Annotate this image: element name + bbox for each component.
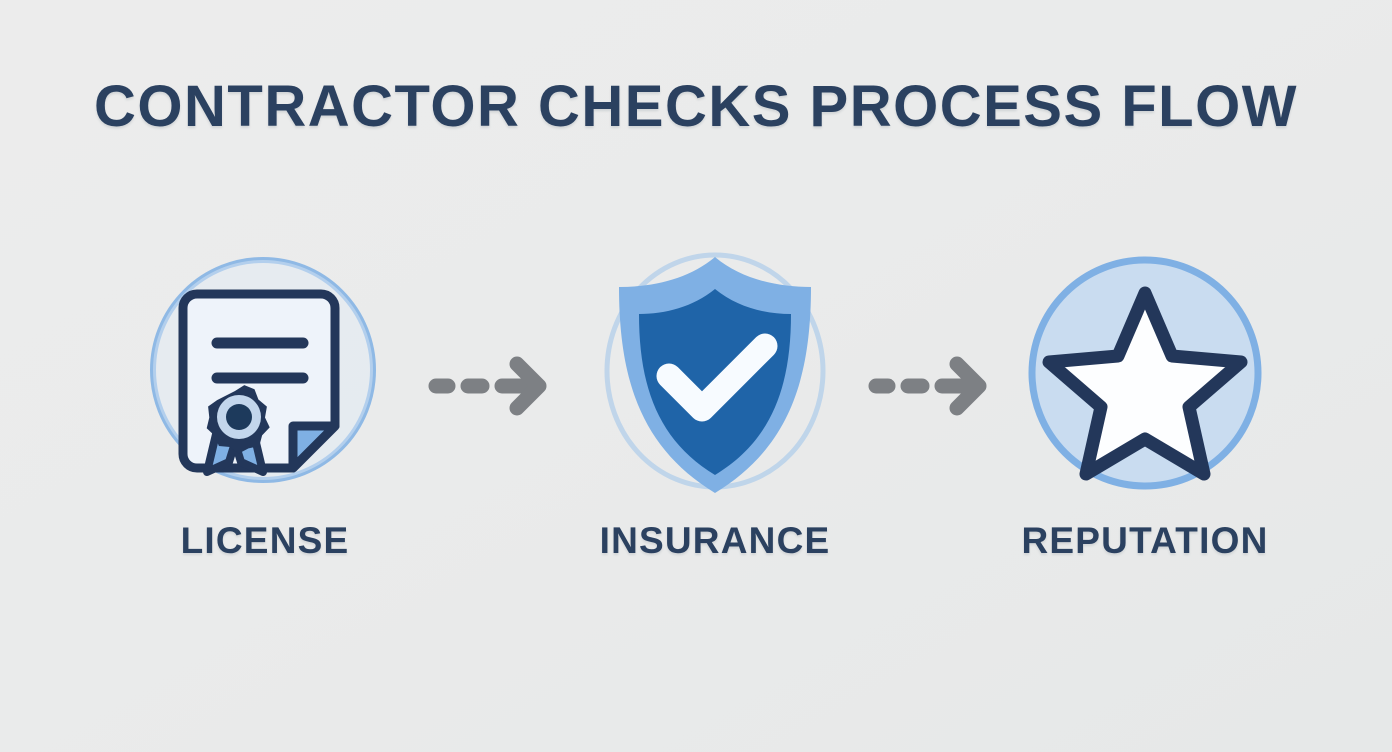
insurance-icon-wrap — [565, 248, 865, 498]
star-shape — [1042, 286, 1248, 481]
license-background-ring — [150, 257, 376, 483]
checkmark-icon — [656, 333, 778, 422]
license-icon-wrap — [115, 248, 415, 498]
flow-step-insurance[interactable]: INSURANCE — [565, 248, 865, 598]
arrow-head — [949, 356, 987, 416]
shield-check-icon — [604, 252, 826, 493]
flow-step-label-reputation: REPUTATION — [1021, 520, 1269, 561]
page-title: CONTRACTOR CHECKS PROCESS FLOW — [94, 74, 1298, 139]
flow-step-label-insurance: INSURANCE — [599, 520, 831, 561]
flow-step-label-license: LICENSE — [180, 520, 350, 561]
dashed-arrow-right-icon — [428, 356, 547, 416]
flow-step-license[interactable]: LICENSE — [115, 248, 415, 598]
arrow-head — [509, 356, 547, 416]
flow-step-reputation[interactable]: REPUTATION — [995, 248, 1295, 598]
reputation-icon-wrap — [995, 248, 1295, 498]
ribbon-seal-icon — [203, 385, 270, 476]
process-flow-row: LICENSE — [0, 248, 1392, 598]
certificate-document-icon — [150, 257, 376, 483]
flow-connector-2 — [868, 356, 998, 416]
flow-connector-1 — [428, 356, 558, 416]
rosette-center — [226, 404, 252, 430]
folded-corner-crease — [288, 421, 340, 473]
star-icon — [1028, 256, 1262, 490]
dashed-arrow-right-icon-2 — [868, 356, 987, 416]
